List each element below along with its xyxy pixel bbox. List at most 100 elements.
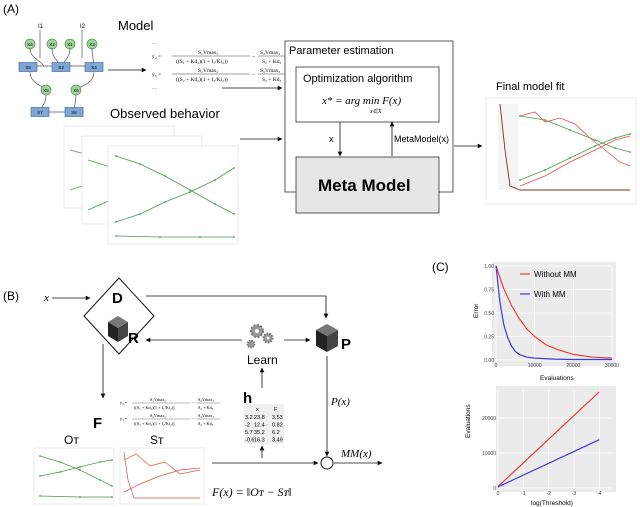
meta-model-box (295, 156, 440, 214)
ot-series-a-point (99, 461, 101, 463)
c2-xlabel: log(Threshold) (531, 500, 573, 507)
ot-series-b-point (99, 479, 101, 481)
st-plot (119, 447, 205, 505)
fit-sim-a (519, 111, 631, 167)
ot-series-a-point (111, 459, 113, 461)
c1-xtick: 10000 (528, 363, 542, 369)
d-label: D (112, 290, 123, 307)
eq1-lhs: ẏ₂ = (152, 54, 161, 60)
c1-xtick: 20000 (566, 363, 580, 369)
state-label-s5: S5 (25, 65, 31, 70)
c2-xtick: -3 (572, 491, 577, 497)
ot-plot (33, 447, 115, 505)
c1-ytick: 0.75 (484, 287, 494, 293)
fit-obs-b (519, 133, 631, 181)
svg-text:S₂Vmax₃: S₂Vmax₃ (198, 397, 214, 402)
eq1-den: ((S₁ + Kd₂)(1 + I₁/Ki₂)) (176, 58, 228, 65)
fit-sim-c (499, 103, 630, 191)
svg-text:....: .... (152, 86, 157, 91)
c1-legend-without-mm: Without MM (534, 270, 577, 279)
eq1-num: S₁Vmax₂ (198, 50, 218, 56)
panel-label-a: (A) (3, 2, 19, 16)
optimization-title: Optimization algorithm (303, 73, 412, 85)
observed-series-flat (115, 235, 234, 238)
species-label-x2: X2 (49, 42, 55, 47)
observed-series-rise-point (189, 191, 191, 193)
observed-series-decay-point (164, 175, 166, 177)
x-arrow-label: x (329, 134, 334, 144)
observed-series-rise-point (115, 221, 117, 223)
gears-icon (246, 324, 274, 349)
c2-series-1 (497, 439, 600, 488)
ot-series-b-point (59, 461, 61, 463)
species-label-x1: X1 (67, 42, 73, 47)
eq2b-num: S₃Vmax₃ (260, 68, 280, 74)
c1-ylabel: Error (473, 303, 480, 318)
ot-series-c-point (39, 495, 41, 497)
h-table-cell: 12.4 (254, 423, 265, 429)
c2-xtick: 0 (497, 491, 500, 497)
species-node-x6 (70, 84, 82, 96)
c1-legend: Without MM With MM (520, 270, 577, 299)
h-table-cell: 23.8 (254, 415, 265, 421)
fit-obs-b-point (594, 145, 596, 147)
species-node-x5 (40, 84, 52, 96)
panel-label-c: (C) (432, 260, 449, 274)
optimization-box (295, 66, 440, 123)
c1-xtick: 30000 (605, 363, 619, 369)
f-label: F (93, 415, 102, 432)
c1-series-1 (495, 265, 612, 361)
p-label: P (341, 336, 351, 353)
parameter-estimation-title: Parameter estimation (289, 45, 394, 57)
h-table-cell: 0.82 (272, 423, 283, 429)
c2-ylabel: Evaluations (465, 404, 472, 438)
st-series-a (123, 453, 201, 475)
eq1b-den: S₂ + Kd₃ (262, 59, 282, 65)
fit-obs-b-point (544, 169, 546, 171)
fit-obs-b-point (519, 179, 521, 181)
svg-text:S₃Vmax₃: S₃Vmax₃ (198, 413, 214, 418)
species-label-x6: X6 (73, 88, 79, 93)
observed-series-flat-point (115, 235, 117, 237)
c1-xlabel: Evaluations (540, 375, 574, 382)
ot-series-b-point (79, 469, 81, 471)
fit-sim-b (519, 135, 631, 187)
h-table-header-f: F (274, 407, 278, 413)
model-title: Model (118, 18, 154, 33)
final-fit-plot (485, 97, 637, 205)
svg-text:((S₁ + Kd₂)(1 + I₁/Ki₂)): ((S₁ + Kd₂)(1 + I₁/Ki₂)) (134, 405, 175, 410)
ot-series-b-point (39, 455, 41, 457)
observed-series-decay-point (115, 155, 117, 157)
h-label: h (243, 390, 252, 407)
h-table-cell: 35.2 (254, 430, 265, 436)
ot-series-c-point (111, 496, 113, 498)
c1-ytick: 0.50 (484, 311, 494, 317)
fit-obs-a (519, 115, 631, 153)
fit-obs-a-point (544, 119, 546, 121)
fx-formula: F(x) = ‖Oᴛ − Sᴛ‖ (211, 485, 291, 499)
eq2-den: ((S₂ + Kd₂)(1 + I₂/Ki₂)) (176, 76, 228, 83)
svg-text:−: − (192, 400, 195, 405)
svg-text:−: − (252, 54, 255, 60)
b-equations: ẏ₂ = S₁Vmax₂ ((S₁ + Kd₂)(1 + I₁/Ki₂)) − … (120, 397, 220, 426)
state-label-s7: S7 (37, 110, 43, 115)
c2-xtick: -1 (521, 491, 526, 497)
species-label-x3: X3 (89, 42, 95, 47)
ot-label: Oᴛ (64, 433, 79, 447)
c2-xtick: -2 (546, 491, 551, 497)
observed-series-rise-point (214, 179, 216, 181)
mmx-label: MM(x) (340, 448, 372, 460)
c2-xtick: -4 (597, 491, 602, 497)
px-label: P(x) (330, 396, 350, 408)
input-label-i1: I1 (38, 24, 44, 30)
metamodel-arrow-label: MetaModel(x) (394, 134, 449, 144)
c2-ytick: 10000 (482, 451, 496, 457)
fit-obs-a-point (614, 147, 616, 149)
state-node-s6 (64, 107, 84, 117)
svg-text:ẏ₃ =: ẏ₃ = (120, 416, 128, 421)
state-label-s3: S3 (58, 65, 64, 70)
h-table-cell: -2 (245, 423, 250, 429)
